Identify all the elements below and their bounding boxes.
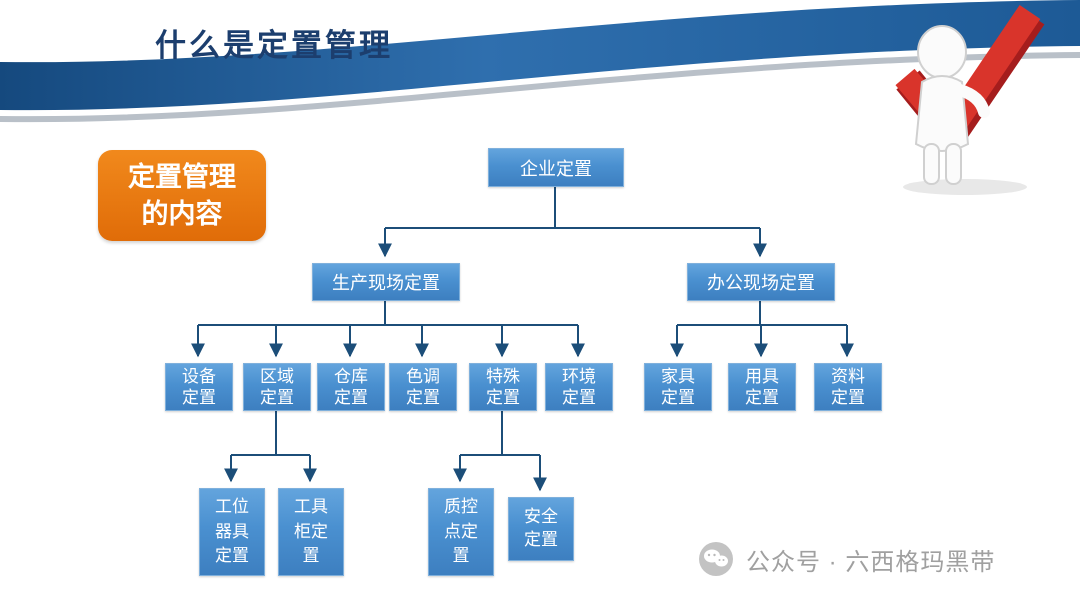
figure-leg xyxy=(945,143,962,185)
band-blue-curve xyxy=(0,0,1080,111)
node-warehouse: 仓库 定置 xyxy=(317,363,385,411)
content-label-box: 定置管理 的内容 xyxy=(98,150,266,241)
node-tool-cabinet: 工具 柜定 置 xyxy=(278,488,344,576)
node-office-site: 办公现场定置 xyxy=(687,263,835,301)
node-color-tone: 色调 定置 xyxy=(389,363,457,411)
wechat-icon xyxy=(699,542,733,576)
node-production-site: 生产现场定置 xyxy=(312,263,460,301)
node-qc-point: 质控 点定 置 xyxy=(428,488,494,576)
mascot-figure xyxy=(895,4,1045,195)
mascot-shadow xyxy=(903,179,1027,195)
watermark-text: 公众号 · 六西格玛黑带 xyxy=(746,548,996,576)
watermark: 公众号 · 六西格玛黑带 xyxy=(698,541,995,577)
header-swoosh xyxy=(0,0,1080,123)
node-station-tools: 工位 器具 定置 xyxy=(199,488,265,576)
node-area: 区域 定置 xyxy=(243,363,311,411)
slide-title: 什么是定置管理 xyxy=(155,28,393,63)
connector-trunks xyxy=(198,185,847,456)
node-equipment: 设备 定置 xyxy=(165,363,233,411)
band-shadow-curve xyxy=(0,52,1080,123)
node-safety: 安全 定置 xyxy=(508,497,574,561)
figure-head xyxy=(917,25,967,79)
figure-leg xyxy=(923,143,940,185)
node-utensils: 用具 定置 xyxy=(728,363,796,411)
node-materials: 资料 定置 xyxy=(814,363,882,411)
figure-arm xyxy=(954,84,990,118)
node-furniture: 家具 定置 xyxy=(644,363,712,411)
node-environment: 环境 定置 xyxy=(545,363,613,411)
node-special: 特殊 定置 xyxy=(469,363,537,411)
node-enterprise: 企业定置 xyxy=(488,148,624,187)
